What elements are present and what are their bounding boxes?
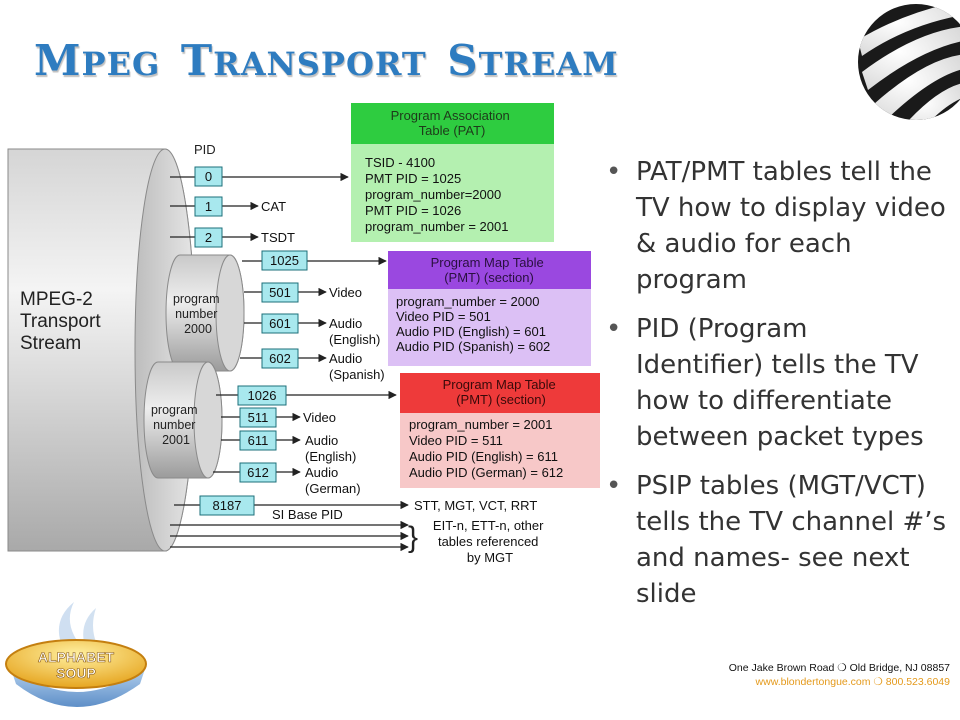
pid-box bbox=[199, 495, 255, 516]
label-audio-en-2001: Audio (English) bbox=[305, 433, 356, 464]
pid-value: 611 bbox=[248, 433, 269, 448]
slide-title: MPEG TRANSPORT STREAM bbox=[34, 36, 619, 85]
corner-swirl-graphic bbox=[858, 4, 960, 120]
bullet-item: • PSIP tables (MGT/VCT) tells the TV cha… bbox=[606, 471, 947, 609]
svg-text:program_number = 2000: program_number = 2000 Video PID = 501 Au… bbox=[396, 294, 550, 354]
svg-text:Program Map Table (PMT: Program Map Table (PMT) (section) bbox=[443, 377, 560, 407]
label-video-2000: Video bbox=[329, 285, 362, 300]
pid-box bbox=[194, 166, 223, 187]
label-stt: STT, MGT, VCT, RRT bbox=[414, 498, 537, 513]
stream-label: MPEG-2 Transport Stream bbox=[20, 289, 106, 354]
pid-box bbox=[237, 385, 287, 406]
svg-text:ALPHABET: ALPHABET bbox=[38, 649, 115, 665]
label-audio-es-2000: Audio (Spanish) bbox=[329, 351, 385, 382]
pid-value: 1026 bbox=[248, 388, 277, 403]
program-2000-cylinder bbox=[165, 254, 245, 372]
label-eit: EIT-n, ETT-n, other tables referenced by… bbox=[433, 518, 547, 565]
pid-value: 601 bbox=[269, 316, 291, 331]
stream-lines bbox=[170, 172, 409, 552]
program-2000-label: program number 2000 bbox=[173, 292, 223, 336]
program-2001-cylinder bbox=[143, 361, 223, 479]
svg-text:TSID - 4100 PMT PID =: TSID - 4100 PMT PID = 1025 program_numbe… bbox=[365, 155, 508, 234]
svg-text:SOUP: SOUP bbox=[56, 665, 96, 681]
pid-box bbox=[261, 313, 299, 334]
svg-text:Program Map Table (PMT: Program Map Table (PMT) (section) bbox=[431, 255, 548, 285]
pmt-2000-table: Program Map Table (PMT) (section) progra… bbox=[388, 251, 591, 366]
pid-box bbox=[261, 348, 299, 369]
footer-address: One Jake Brown Road ❍ Old Bridge, NJ 088… bbox=[728, 662, 950, 674]
label-tsdt: TSDT bbox=[261, 230, 295, 245]
pid-box bbox=[239, 462, 277, 483]
pid-box bbox=[239, 407, 277, 428]
bullet-list: • PAT/PMT tables tell the TV how to disp… bbox=[604, 154, 954, 625]
label-cat: CAT bbox=[261, 199, 286, 214]
pid-box bbox=[194, 196, 223, 217]
pid-value: 501 bbox=[269, 285, 291, 300]
footer: One Jake Brown Road ❍ Old Bridge, NJ 088… bbox=[729, 661, 950, 689]
pid-box bbox=[194, 227, 223, 248]
svg-text:program_number = 2001: program_number = 2001 Video PID = 511 Au… bbox=[409, 417, 563, 480]
pid-boxes bbox=[194, 166, 308, 516]
brace: } bbox=[408, 521, 418, 554]
svg-text:Program Association Ta: Program Association Table (PAT) bbox=[391, 108, 514, 138]
alphabet-soup-logo: ALPHABET SOUP bbox=[5, 602, 147, 707]
pid-value: 602 bbox=[269, 351, 291, 366]
bullet-item: • PAT/PMT tables tell the TV how to disp… bbox=[606, 157, 946, 295]
pid-value: 612 bbox=[247, 465, 269, 480]
pid-header: PID bbox=[194, 142, 216, 157]
mpeg-ts-diagram: MPEG-2 Transport Stream program number 2… bbox=[7, 103, 600, 565]
pid-box bbox=[261, 250, 308, 271]
pid-value: 1025 bbox=[270, 253, 299, 268]
pid-value: 511 bbox=[248, 410, 269, 425]
pmt-2001-table: Program Map Table (PMT) (section) progra… bbox=[400, 373, 600, 488]
pid-value: 1 bbox=[205, 199, 212, 214]
pid-value: 8187 bbox=[213, 498, 242, 513]
label-video-2001: Video bbox=[303, 410, 336, 425]
label-si-base: SI Base PID bbox=[272, 507, 343, 522]
bullet-item: • PID (Program Identifier) tells the TV … bbox=[606, 314, 924, 452]
pid-value: 0 bbox=[205, 169, 212, 184]
label-audio-de-2001: Audio (German) bbox=[305, 465, 361, 496]
pid-box bbox=[239, 430, 277, 451]
label-audio-en-2000: Audio (English) bbox=[329, 316, 380, 347]
pid-box bbox=[261, 282, 299, 303]
pid-value: 2 bbox=[205, 230, 212, 245]
program-2001-label: program number 2001 bbox=[151, 403, 201, 447]
pat-table: Program Association Table (PAT) TSID - 4… bbox=[351, 103, 554, 242]
footer-website[interactable]: www.blondertongue.com ❍ 800.523.6049 bbox=[755, 676, 950, 688]
